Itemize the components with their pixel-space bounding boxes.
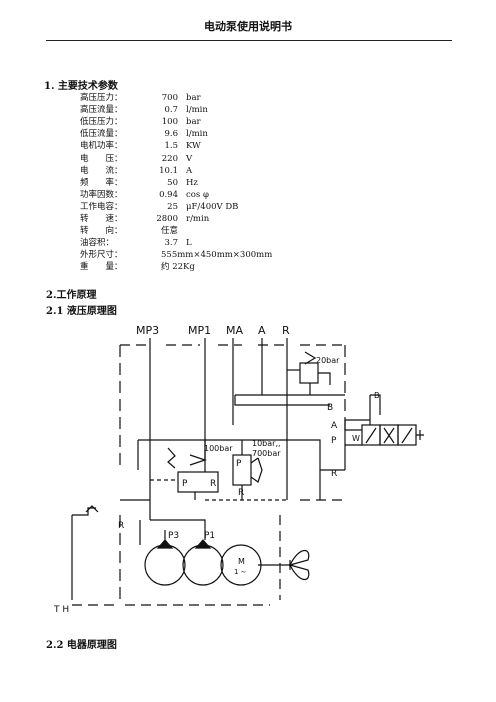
param-value: 555mm×450mm×300mm — [161, 250, 273, 261]
document-title: 电动泵使用说明书 — [204, 20, 292, 33]
label-700bar: 700bar — [252, 449, 281, 458]
param-label: 外形尺寸： — [80, 250, 123, 261]
label-r-left: R — [118, 521, 124, 531]
param-label: 低压压力： — [80, 117, 123, 128]
label-r-valve2: R — [238, 488, 244, 498]
label-motor-phase: 1 ∼ — [234, 568, 247, 576]
param-label: 电 压： — [80, 153, 123, 164]
header-rule — [46, 40, 452, 41]
param-unit: L — [186, 238, 192, 249]
param-value: 50 — [167, 177, 178, 188]
param-unit: r/min — [186, 214, 210, 224]
param-label: 频 率： — [80, 177, 123, 188]
param-value: 2800 — [156, 214, 178, 224]
param-label: 电 流： — [80, 165, 123, 176]
port-mp3: MP3 — [136, 324, 159, 337]
param-value: 1.5 — [164, 141, 178, 152]
param-unit: cos φ — [186, 189, 209, 200]
label-100bar: 100bar — [204, 444, 233, 453]
port-r: R — [282, 324, 290, 337]
port-a: A — [258, 324, 266, 337]
param-value: 0.94 — [159, 189, 178, 200]
label-10bar: 10bar,, — [252, 439, 281, 448]
param-label: 低压流量： — [80, 129, 123, 140]
label-pump-p1: P1 — [204, 531, 215, 541]
param-value: 9.6 — [164, 129, 178, 140]
label-20bar: 20bar — [316, 356, 340, 365]
param-label: 工作电容： — [80, 201, 123, 212]
port-mp1: MP1 — [188, 324, 211, 337]
label-r-valve1: R — [210, 479, 216, 489]
param-label: 高压压力： — [80, 93, 123, 103]
param-unit: V — [186, 153, 193, 164]
param-value: 0.7 — [164, 105, 178, 116]
param-label: 功率因数： — [80, 189, 123, 200]
param-unit: l/min — [186, 105, 208, 116]
label-b-port: B — [327, 403, 333, 413]
param-label: 转 速： — [80, 214, 123, 224]
label-p-valve1: P — [182, 479, 188, 489]
param-label: 重 量： — [80, 262, 123, 273]
param-unit: μF/400V DB — [186, 201, 239, 212]
param-value: 3.7 — [164, 238, 178, 249]
param-unit: KW — [186, 141, 201, 152]
label-p-valve2: P — [236, 459, 242, 469]
param-label: 高压流量： — [80, 105, 123, 116]
param-value: 700 — [161, 93, 178, 103]
param-unit: bar — [186, 117, 201, 128]
label-a-port: A — [331, 421, 338, 431]
param-value: 约 22Kg — [161, 262, 195, 273]
param-value: 100 — [161, 117, 178, 128]
param-value: 任意 — [160, 226, 178, 237]
section-heading-principle: 2.工作原理 — [46, 290, 97, 301]
param-label: 油容积： — [80, 238, 115, 249]
param-value: 10.1 — [159, 165, 178, 176]
label-pump-p3: P3 — [168, 531, 179, 541]
label-b-small: B — [374, 391, 380, 400]
param-label: 转 向： — [80, 226, 123, 237]
param-value: 25 — [167, 201, 178, 212]
port-ma: MA — [226, 324, 243, 337]
subsection-electrical-diagram: 2.2 电器原理图 — [46, 640, 117, 651]
section-heading-parameters: 1. 主要技术参数 — [44, 81, 118, 92]
param-unit: bar — [186, 93, 201, 103]
param-value: 220 — [161, 153, 178, 164]
param-label: 电机功率： — [80, 141, 123, 152]
param-unit: l/min — [186, 129, 208, 140]
label-tank: T H — [53, 605, 69, 615]
subsection-hydraulic-diagram: 2.1 液压原理图 — [46, 306, 117, 317]
param-unit: A — [186, 165, 193, 176]
param-unit: Hz — [186, 177, 198, 188]
label-p-port: P — [331, 436, 337, 446]
label-r-port: R — [331, 469, 337, 479]
label-w: W — [352, 434, 360, 443]
label-motor: M — [238, 557, 245, 566]
